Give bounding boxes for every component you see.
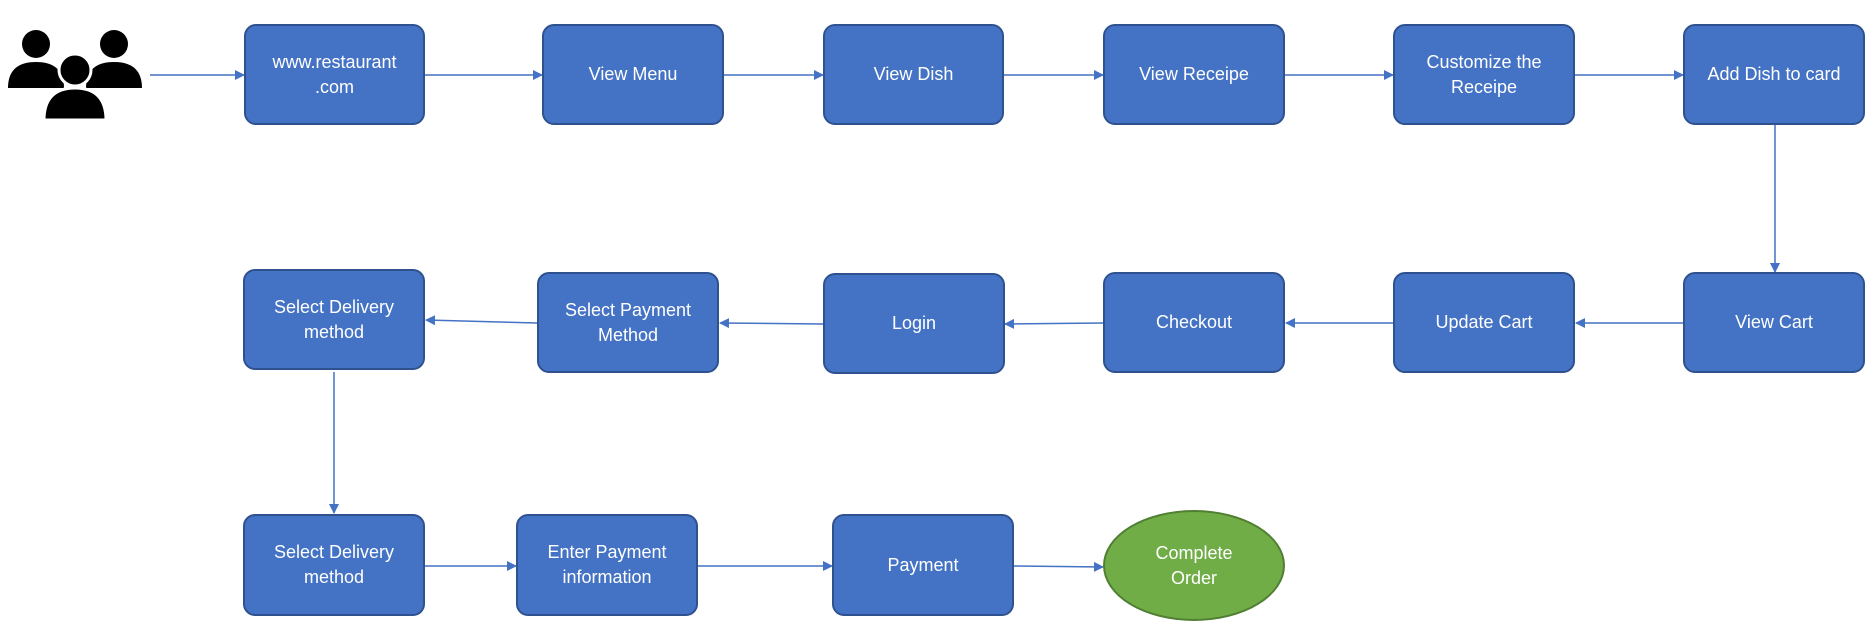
node-view-menu[interactable]: View Menu <box>542 24 724 125</box>
users-group-icon <box>8 30 142 120</box>
node-complete-order[interactable]: Complete Order <box>1103 510 1285 621</box>
arrow-select-payment-to-select-delivery <box>425 315 538 326</box>
node-view-cart[interactable]: View Cart <box>1683 272 1865 373</box>
node-customize-receipe[interactable]: Customize the Receipe <box>1393 24 1575 125</box>
node-select-payment-method[interactable]: Select Payment Method <box>537 272 719 373</box>
node-update-cart[interactable]: Update Cart <box>1393 272 1575 373</box>
node-website[interactable]: www.restaurant .com <box>244 24 425 125</box>
node-select-delivery-method-1[interactable]: Select Delivery method <box>243 269 425 370</box>
arrow-login-to-select-payment <box>719 318 824 329</box>
node-view-receipe[interactable]: View Receipe <box>1103 24 1285 125</box>
node-add-dish[interactable]: Add Dish to card <box>1683 24 1865 125</box>
node-view-dish[interactable]: View Dish <box>823 24 1004 125</box>
node-enter-payment-information[interactable]: Enter Payment information <box>516 514 698 616</box>
node-login[interactable]: Login <box>823 273 1005 374</box>
node-checkout[interactable]: Checkout <box>1103 272 1285 373</box>
node-payment[interactable]: Payment <box>832 514 1014 616</box>
arrow-payment-to-complete-order <box>1013 561 1104 572</box>
arrow-checkout-to-login <box>1004 318 1104 329</box>
node-select-delivery-method-2[interactable]: Select Delivery method <box>243 514 425 616</box>
